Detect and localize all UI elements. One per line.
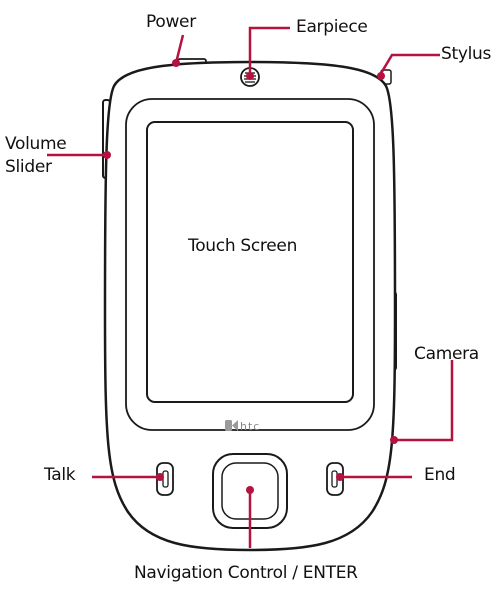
- stylus-label: Stylus: [441, 44, 492, 64]
- power-label: Power: [146, 12, 196, 32]
- htc-logo-text: htc: [240, 420, 260, 433]
- earpiece-callout-line: [248, 26, 290, 73]
- earpiece-label: Earpiece: [296, 17, 368, 37]
- navigation-label: Navigation Control / ENTER: [134, 563, 358, 583]
- stylus-callout-line: [378, 53, 440, 76]
- volume-label-line1: Volume: [5, 134, 67, 154]
- touch-screen: [146, 121, 354, 403]
- power-callout-line: [174, 34, 185, 64]
- camera-callout-line: [394, 360, 454, 442]
- end-label: End: [424, 465, 456, 485]
- touch-screen-label: Touch Screen: [188, 236, 298, 256]
- volume-label-line2: Slider: [5, 157, 52, 177]
- callout-lines: [47, 26, 454, 548]
- talk-label: Talk: [44, 465, 76, 485]
- callout-dots: [103, 59, 398, 494]
- camera-label: Camera: [414, 344, 479, 364]
- htc-logo: htc: [225, 420, 260, 433]
